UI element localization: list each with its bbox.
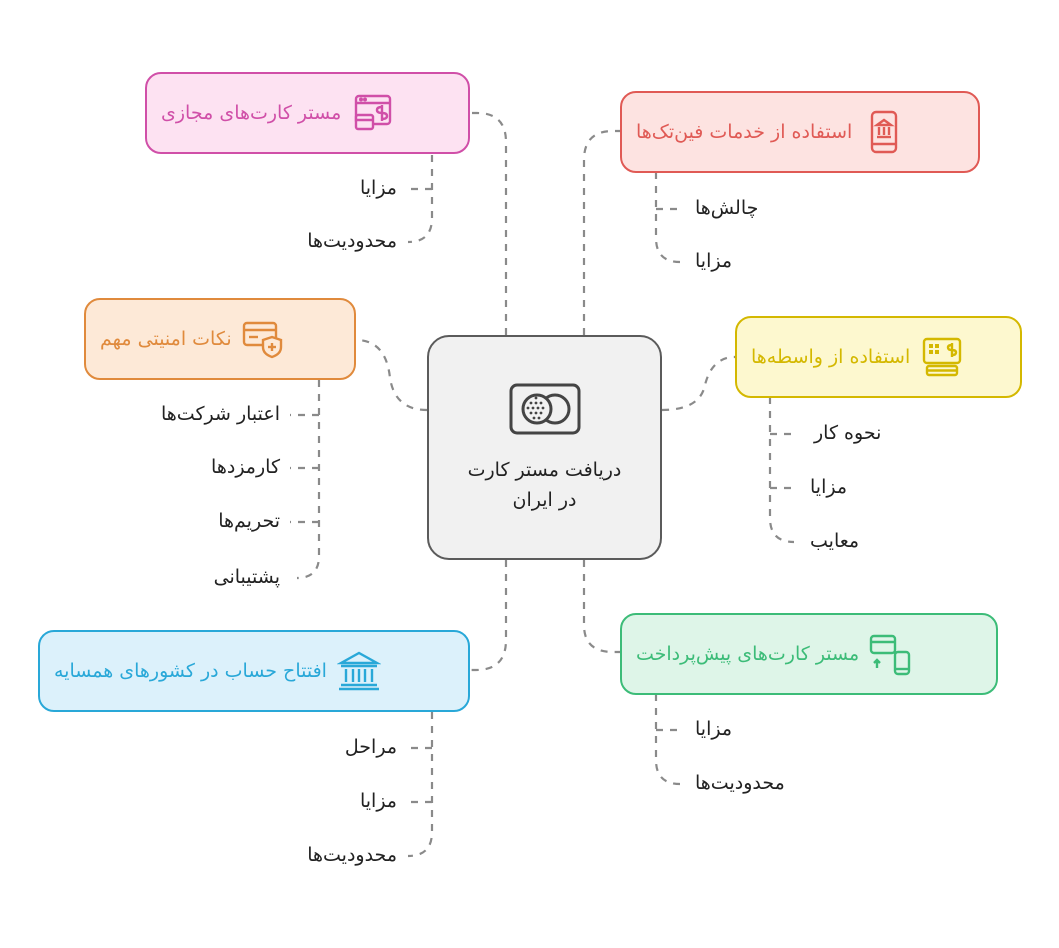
topic-label: استفاده از واسطه‌ها (751, 346, 911, 368)
subtopic-broker-benefits[interactable]: مزایا (810, 476, 848, 498)
mobile-bank-icon (862, 110, 906, 154)
mastercard-icon (507, 381, 583, 437)
topic-label: افتتاح حساب در کشورهای همسایه (54, 660, 327, 682)
topic-label: مستر کارت‌های پیش‌پرداخت (636, 643, 860, 665)
card-shield-icon (242, 317, 286, 361)
subtopic-fintech-challenges[interactable]: چالش‌ها (695, 197, 759, 219)
center-node[interactable]: دریافت مستر کارت در ایران (427, 335, 662, 560)
topic-label: استفاده از خدمات فین‌تک‌ها (636, 121, 853, 143)
subtopic-broker-how[interactable]: نحوه کار (814, 422, 882, 444)
subtopic-security-fees[interactable]: کارمزدها (211, 456, 280, 478)
bank-building-icon (336, 649, 381, 693)
topic-brokers[interactable]: استفاده از واسطه‌ها (735, 316, 1022, 398)
card-phone-icon (869, 632, 913, 676)
topic-security-tips[interactable]: نکات امنیتی مهم (84, 298, 356, 380)
subtopic-prepaid-benefits[interactable]: مزایا (695, 718, 733, 740)
topic-prepaid-cards[interactable]: مستر کارت‌های پیش‌پرداخت (620, 613, 998, 695)
subtopic-fintech-benefits[interactable]: مزایا (695, 250, 733, 272)
subtopic-prepaid-limits[interactable]: محدودیت‌ها (695, 772, 785, 794)
subtopic-virtual-limits[interactable]: محدودیت‌ها (307, 230, 397, 252)
subtopic-virtual-benefits[interactable]: مزایا (359, 177, 397, 199)
topic-fintech[interactable]: استفاده از خدمات فین‌تک‌ها (620, 91, 980, 173)
pos-terminal-icon (920, 335, 964, 379)
subtopic-security-sanctions[interactable]: تحریم‌ها (218, 510, 280, 532)
subtopic-neighbor-limits[interactable]: محدودیت‌ها (307, 844, 397, 866)
browser-card-icon (351, 91, 395, 135)
subtopic-neighbor-benefits[interactable]: مزایا (359, 790, 397, 812)
topic-label: نکات امنیتی مهم (100, 328, 232, 350)
subtopic-broker-drawbacks[interactable]: معایب (810, 530, 860, 552)
topic-neighbor-account[interactable]: افتتاح حساب در کشورهای همسایه (38, 630, 470, 712)
subtopic-security-company-credit[interactable]: اعتبار شرکت‌ها (160, 403, 280, 425)
topic-label: مستر کارت‌های مجازی (161, 102, 342, 124)
topic-virtual-cards[interactable]: مستر کارت‌های مجازی (145, 72, 470, 154)
center-title: دریافت مستر کارت در ایران (467, 458, 622, 511)
subtopic-neighbor-steps[interactable]: مراحل (344, 736, 397, 758)
subtopic-security-support[interactable]: پشتیبانی (213, 566, 280, 588)
